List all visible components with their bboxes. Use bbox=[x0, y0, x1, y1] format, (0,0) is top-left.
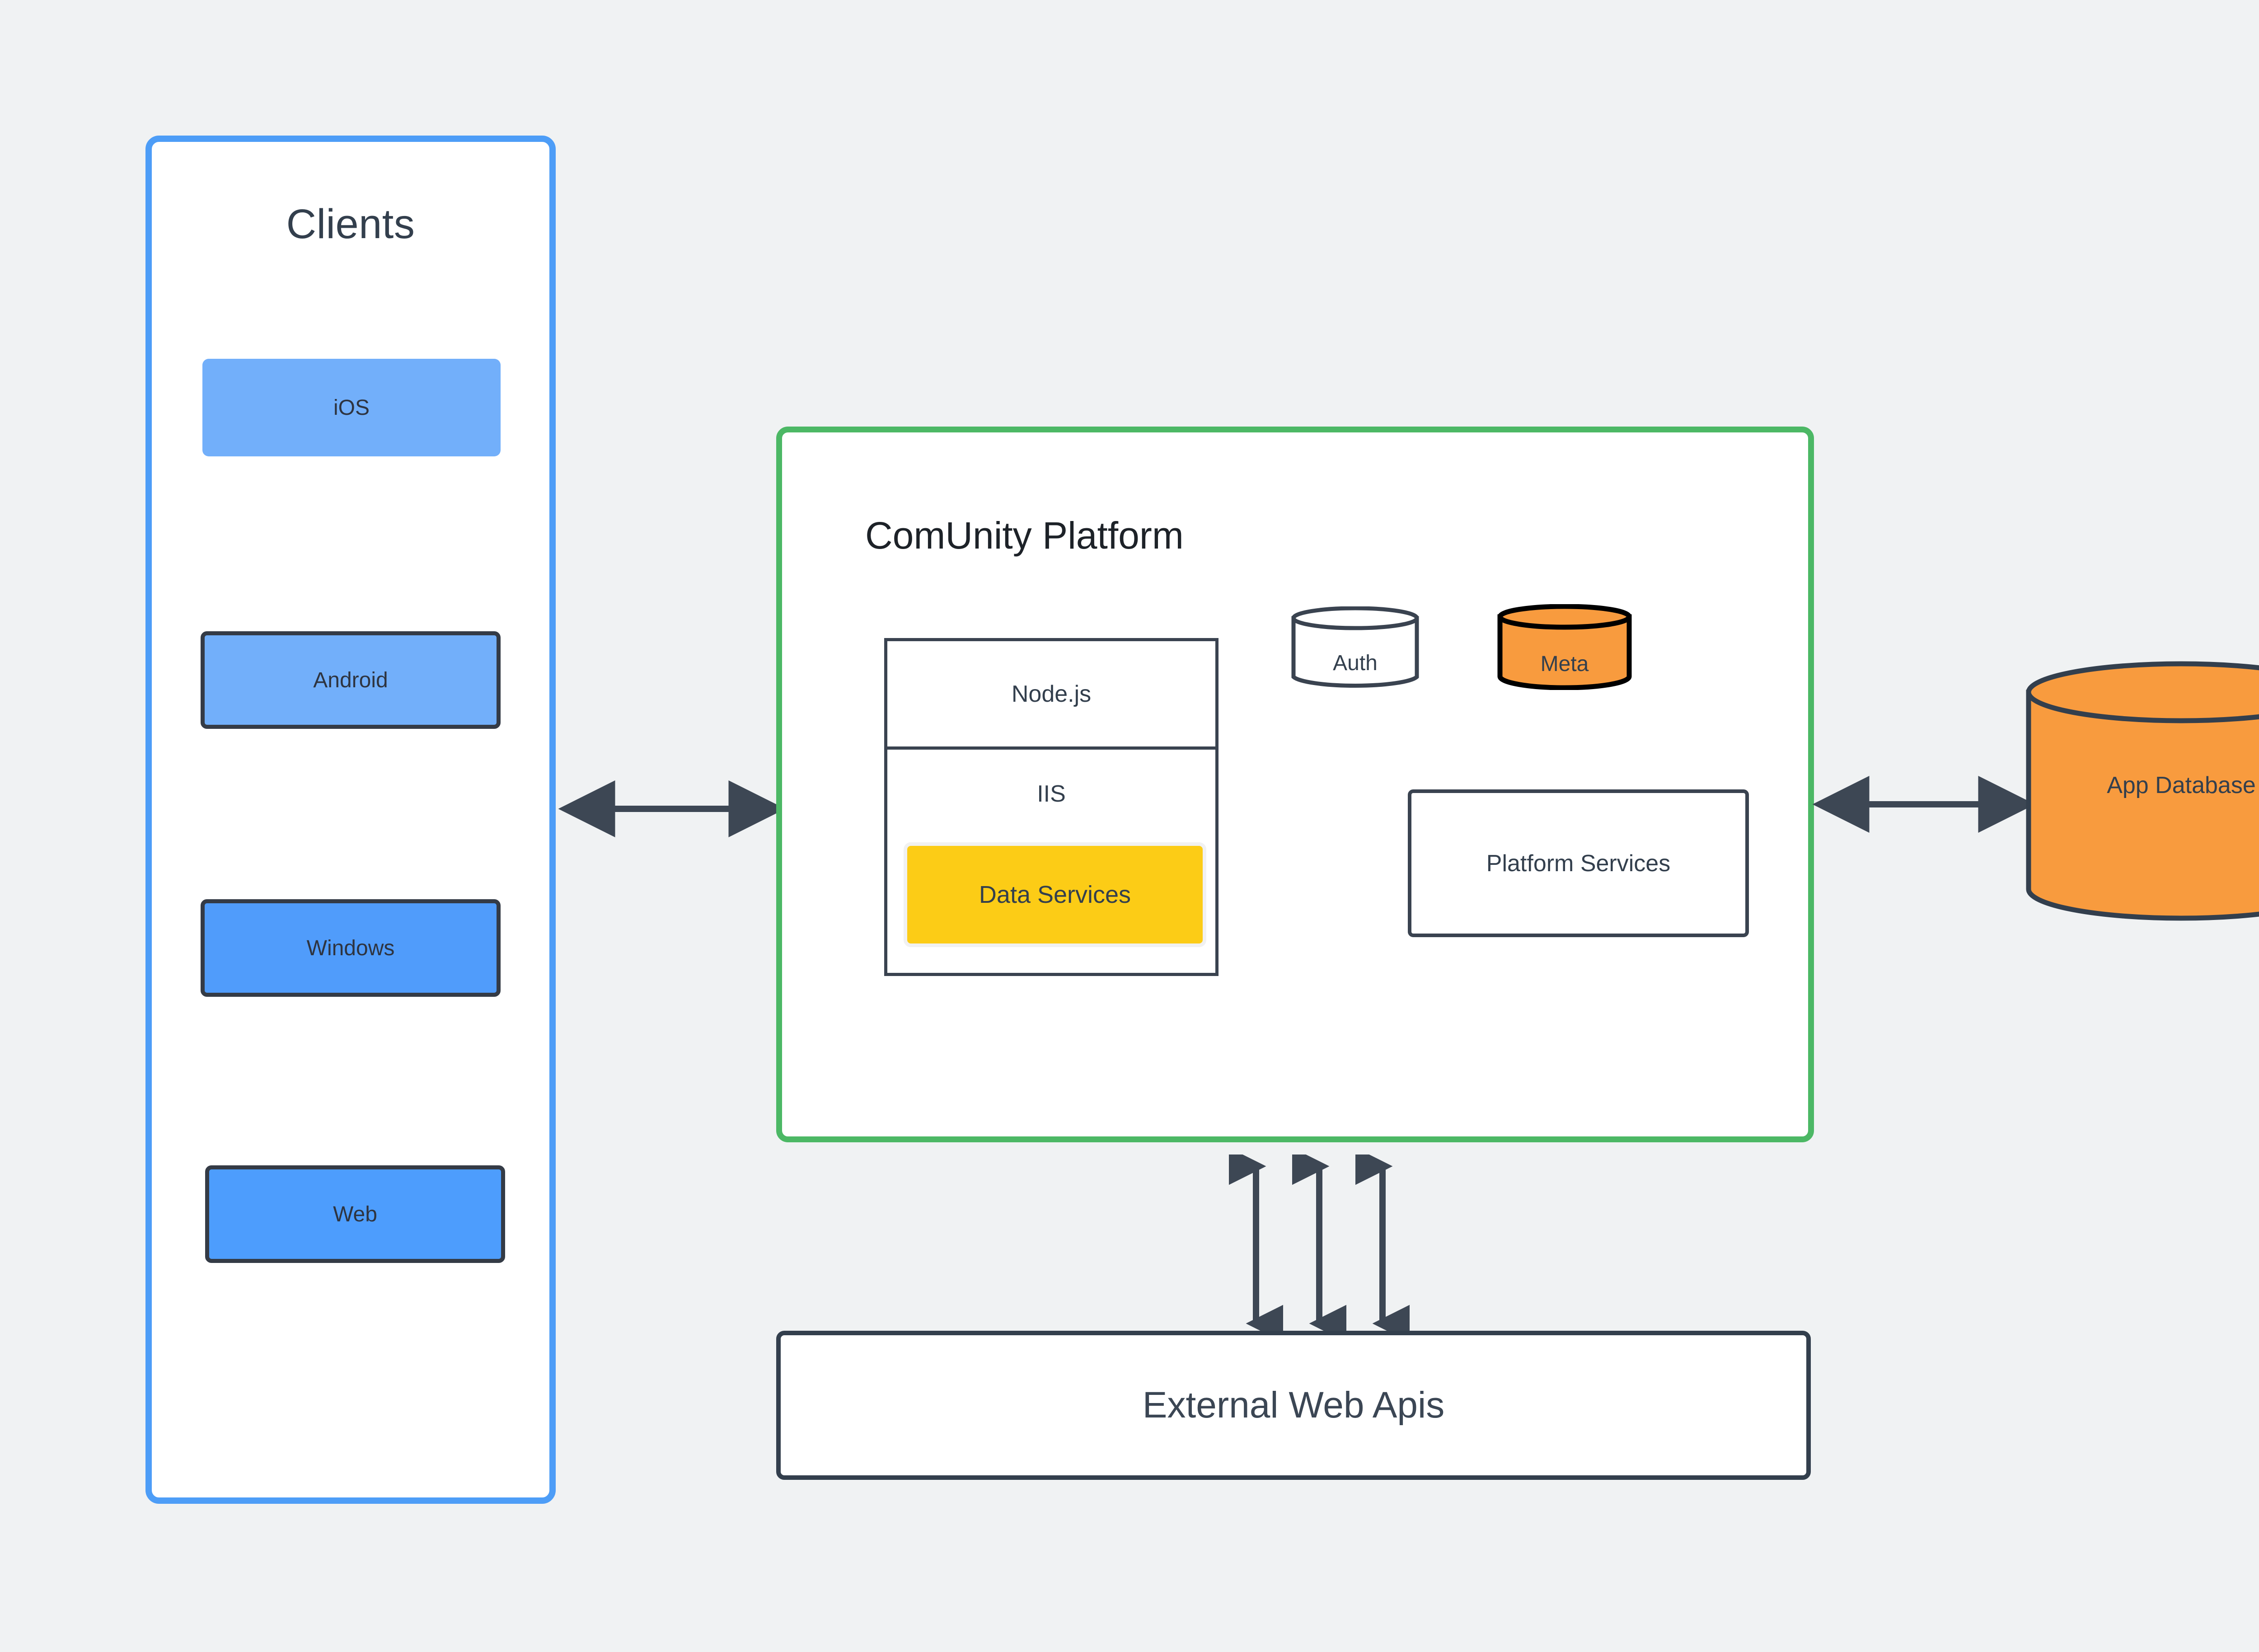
data-services-label: Data Services bbox=[979, 881, 1131, 908]
connector-platform-to-external-apis-3 bbox=[1355, 1155, 1410, 1335]
client-box-web[interactable]: Web bbox=[205, 1165, 505, 1263]
cylinder-shape-meta bbox=[1497, 604, 1632, 690]
connector-platform-to-external-apis-1 bbox=[1229, 1155, 1283, 1335]
client-box-android[interactable]: Android bbox=[201, 631, 501, 729]
data-services-box[interactable]: Data Services bbox=[904, 842, 1206, 947]
clients-title: Clients bbox=[286, 201, 415, 247]
connector-clients-to-platform bbox=[558, 780, 786, 837]
external-web-apis-label: External Web Apis bbox=[1142, 1384, 1445, 1426]
iis-box[interactable]: IIS Data Services bbox=[884, 746, 1219, 976]
meta-cylinder[interactable]: Meta bbox=[1497, 604, 1632, 690]
client-label-ios: iOS bbox=[333, 395, 370, 420]
auth-cylinder[interactable]: Auth bbox=[1291, 606, 1420, 689]
clients-container: Clients iOS Android Windows Web bbox=[145, 136, 556, 1504]
client-box-ios[interactable]: iOS bbox=[202, 359, 501, 456]
external-web-apis-box[interactable]: External Web Apis bbox=[776, 1331, 1811, 1480]
platform-services-box[interactable]: Platform Services bbox=[1408, 789, 1749, 937]
node-js-label: Node.js bbox=[1011, 681, 1092, 707]
meta-label: Meta bbox=[1540, 652, 1589, 676]
cylinder-shape-app-database bbox=[2026, 661, 2259, 921]
server-stack: Node.js IIS Data Services bbox=[884, 638, 1219, 976]
client-label-windows: Windows bbox=[306, 936, 395, 960]
cylinder-shape-auth bbox=[1291, 606, 1419, 688]
platform-container: ComUnity Platform Node.js IIS Data Servi… bbox=[776, 427, 1814, 1142]
node-js-box[interactable]: Node.js bbox=[884, 638, 1219, 750]
connector-platform-to-external-apis-2 bbox=[1292, 1155, 1346, 1335]
app-database-label: App Database bbox=[2107, 772, 2256, 798]
auth-label: Auth bbox=[1333, 651, 1378, 675]
platform-title: ComUnity Platform bbox=[865, 514, 1184, 557]
app-database-cylinder[interactable]: App Database bbox=[2025, 660, 2259, 922]
connector-platform-to-database bbox=[1812, 776, 2035, 833]
client-label-android: Android bbox=[313, 668, 388, 692]
platform-services-label: Platform Services bbox=[1486, 850, 1671, 877]
client-box-windows[interactable]: Windows bbox=[201, 899, 501, 997]
client-label-web: Web bbox=[333, 1202, 377, 1226]
iis-label: IIS bbox=[1037, 781, 1066, 807]
